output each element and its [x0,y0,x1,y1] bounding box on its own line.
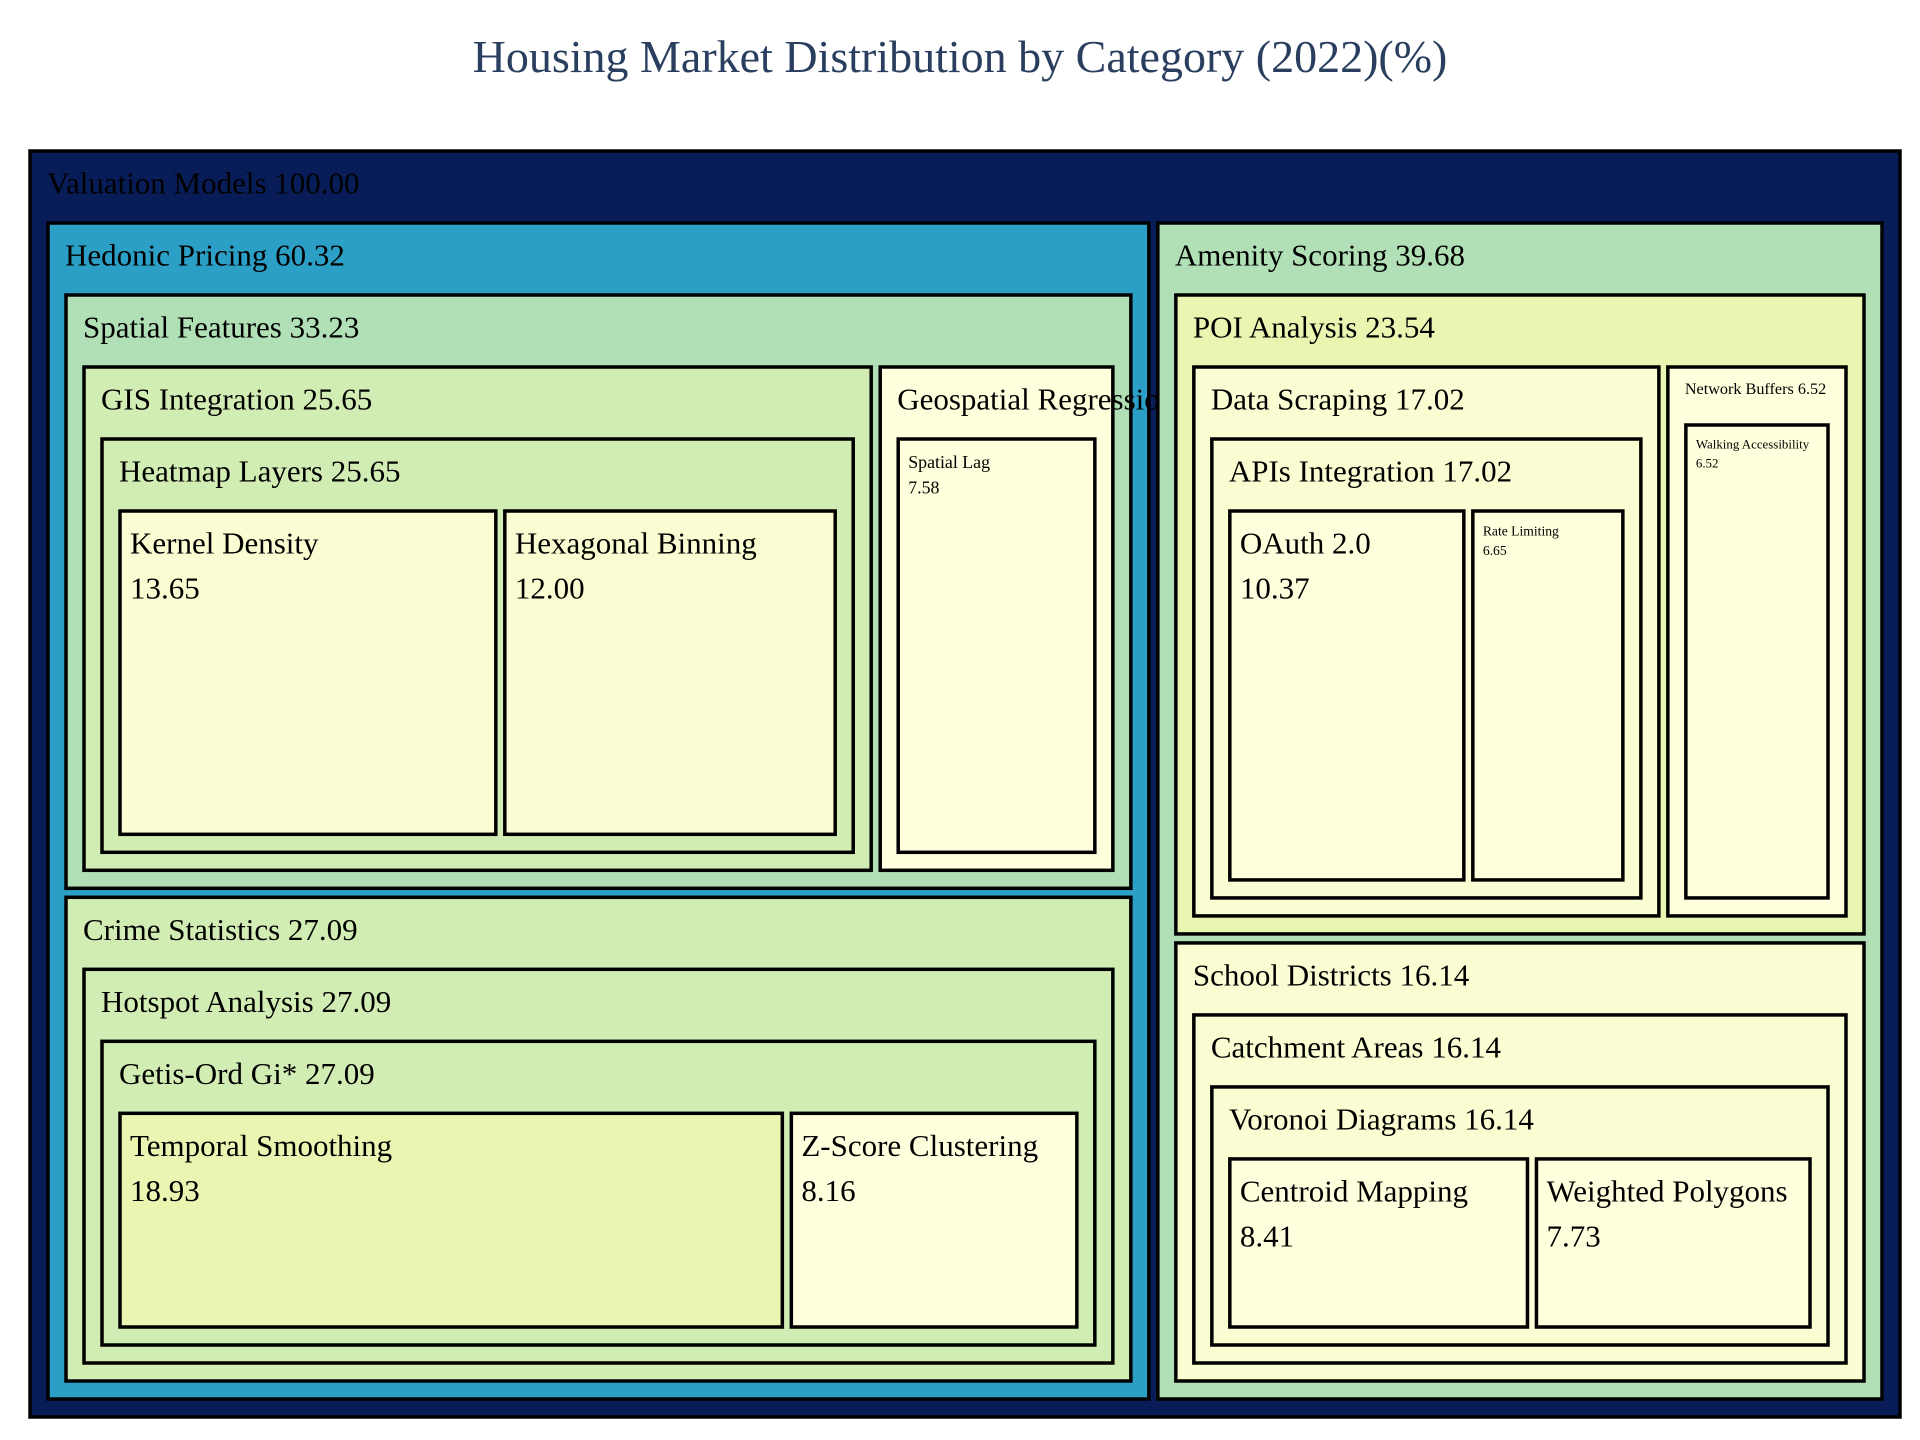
tile-rect-oauth-2-0[interactable] [1228,509,1466,882]
tile-rect-temporal-smoothing[interactable] [118,1111,785,1329]
tile-rate-limiting[interactable]: Rate Limiting 6.65 [1471,509,1625,882]
tile-kernel-density[interactable]: Kernel Density 13.65 [118,509,498,837]
tile-centroid-mapping[interactable]: Centroid Mapping 8.41 [1228,1157,1530,1329]
tile-label-walking-accessibility: Walking Accessibility [1696,437,1810,452]
tile-label-kernel-density: Kernel Density [130,526,319,561]
tile-rect-kernel-density[interactable] [118,509,498,837]
tile-label-network-buffers: Network Buffers 6.52 [1685,380,1826,398]
tile-label-rate-limiting: Rate Limiting [1483,523,1559,538]
tile-label-apis-integration: APIs Integration 17.02 [1229,454,1512,489]
tile-temporal-smoothing[interactable]: Temporal Smoothing 18.93 [118,1111,785,1329]
tile-label-z-score-clustering: Z-Score Clustering [801,1128,1038,1163]
tile-value-hexagonal-binning: 12.00 [515,571,585,606]
tile-label-hedonic-pricing: Hedonic Pricing 60.32 [65,238,345,273]
tile-value-z-score-clustering: 8.16 [801,1173,855,1208]
tile-value-temporal-smoothing: 18.93 [130,1173,200,1208]
tile-label-spatial-lag: Spatial Lag [908,452,990,472]
tile-rect-rate-limiting[interactable] [1471,509,1625,882]
tile-label-spatial-features: Spatial Features 33.23 [83,310,359,345]
tile-weighted-polygons[interactable]: Weighted Polygons 7.73 [1534,1157,1812,1329]
tile-z-score-clustering[interactable]: Z-Score Clustering 8.16 [789,1111,1079,1329]
tile-rect-hexagonal-binning[interactable] [503,509,837,837]
tile-label-crime-statistics: Crime Statistics 27.09 [83,912,358,947]
tile-label-data-scraping: Data Scraping 17.02 [1211,382,1465,417]
tile-label-centroid-mapping: Centroid Mapping [1240,1173,1468,1208]
tile-label-getis-ord-gi: Getis-Ord Gi* 27.09 [119,1056,375,1091]
tile-value-kernel-density: 13.65 [130,571,200,606]
tile-walking-accessibility[interactable]: Walking Accessibility 6.52 [1684,423,1830,900]
tile-value-weighted-polygons: 7.73 [1546,1218,1600,1253]
tile-rect-z-score-clustering[interactable] [789,1111,1079,1329]
tile-value-spatial-lag: 7.58 [908,478,939,498]
tile-label-weighted-polygons: Weighted Polygons [1546,1173,1787,1208]
tile-value-centroid-mapping: 8.41 [1240,1218,1294,1253]
tile-label-school-districts: School Districts 16.14 [1193,957,1470,992]
tile-label-catchment-areas: Catchment Areas 16.14 [1211,1029,1502,1064]
tile-label-valuation-models: Valuation Models 100.00 [47,166,360,201]
tile-label-hotspot-analysis: Hotspot Analysis 27.09 [101,984,391,1019]
tile-label-poi-analysis: POI Analysis 23.54 [1193,310,1435,345]
tile-label-temporal-smoothing: Temporal Smoothing [130,1128,392,1163]
tile-oauth-2-0[interactable]: OAuth 2.0 10.37 [1228,509,1466,882]
tile-rect-spatial-lag[interactable] [896,437,1097,855]
tile-label-gis-integration: GIS Integration 25.65 [101,382,372,417]
tile-value-oauth-2-0: 10.37 [1240,571,1310,606]
tile-rect-weighted-polygons[interactable] [1534,1157,1812,1329]
tile-value-walking-accessibility: 6.52 [1696,455,1719,470]
tile-rect-walking-accessibility[interactable] [1684,423,1830,900]
tile-label-heatmap-layers: Heatmap Layers 25.65 [119,454,400,489]
tile-hexagonal-binning[interactable]: Hexagonal Binning 12.00 [503,509,837,837]
tile-value-rate-limiting: 6.65 [1483,543,1507,558]
tile-rect-centroid-mapping[interactable] [1228,1157,1530,1329]
chart-title: Housing Market Distribution by Category … [472,31,1448,82]
tile-label-oauth-2-0: OAuth 2.0 [1240,526,1371,561]
tile-spatial-lag[interactable]: Spatial Lag 7.58 [896,437,1097,855]
tile-label-amenity-scoring: Amenity Scoring 39.68 [1175,238,1465,273]
tile-label-hexagonal-binning: Hexagonal Binning [515,526,757,561]
tile-label-voronoi-diagrams: Voronoi Diagrams 16.14 [1229,1101,1535,1136]
